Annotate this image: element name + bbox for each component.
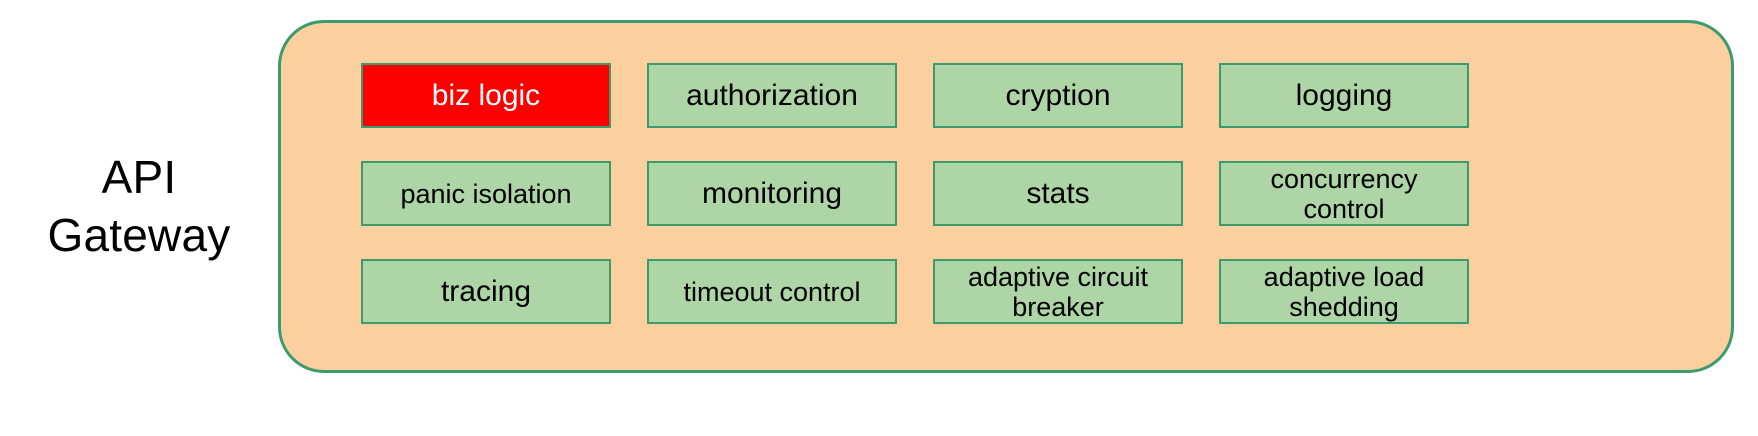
component-box[interactable]: cryption — [933, 63, 1183, 128]
component-grid: biz logic authorization cryption logging pan… — [361, 63, 1653, 324]
gateway-side-label: API Gateway — [47, 151, 231, 261]
component-box-highlighted[interactable]: biz logic — [361, 63, 611, 128]
component-box[interactable]: monitoring — [647, 161, 897, 226]
component-box[interactable]: timeout control — [647, 259, 897, 324]
component-box[interactable]: adaptive load shedding — [1219, 259, 1469, 324]
component-box[interactable]: panic isolation — [361, 161, 611, 226]
component-box[interactable]: adaptive circuit breaker — [933, 259, 1183, 324]
component-box[interactable]: tracing — [361, 259, 611, 324]
component-box[interactable]: stats — [933, 161, 1183, 226]
component-box[interactable]: authorization — [647, 63, 897, 128]
component-box[interactable]: logging — [1219, 63, 1469, 128]
component-box[interactable]: concurrency control — [1219, 161, 1469, 226]
api-gateway-container: biz logic authorization cryption logging pan… — [278, 20, 1734, 373]
